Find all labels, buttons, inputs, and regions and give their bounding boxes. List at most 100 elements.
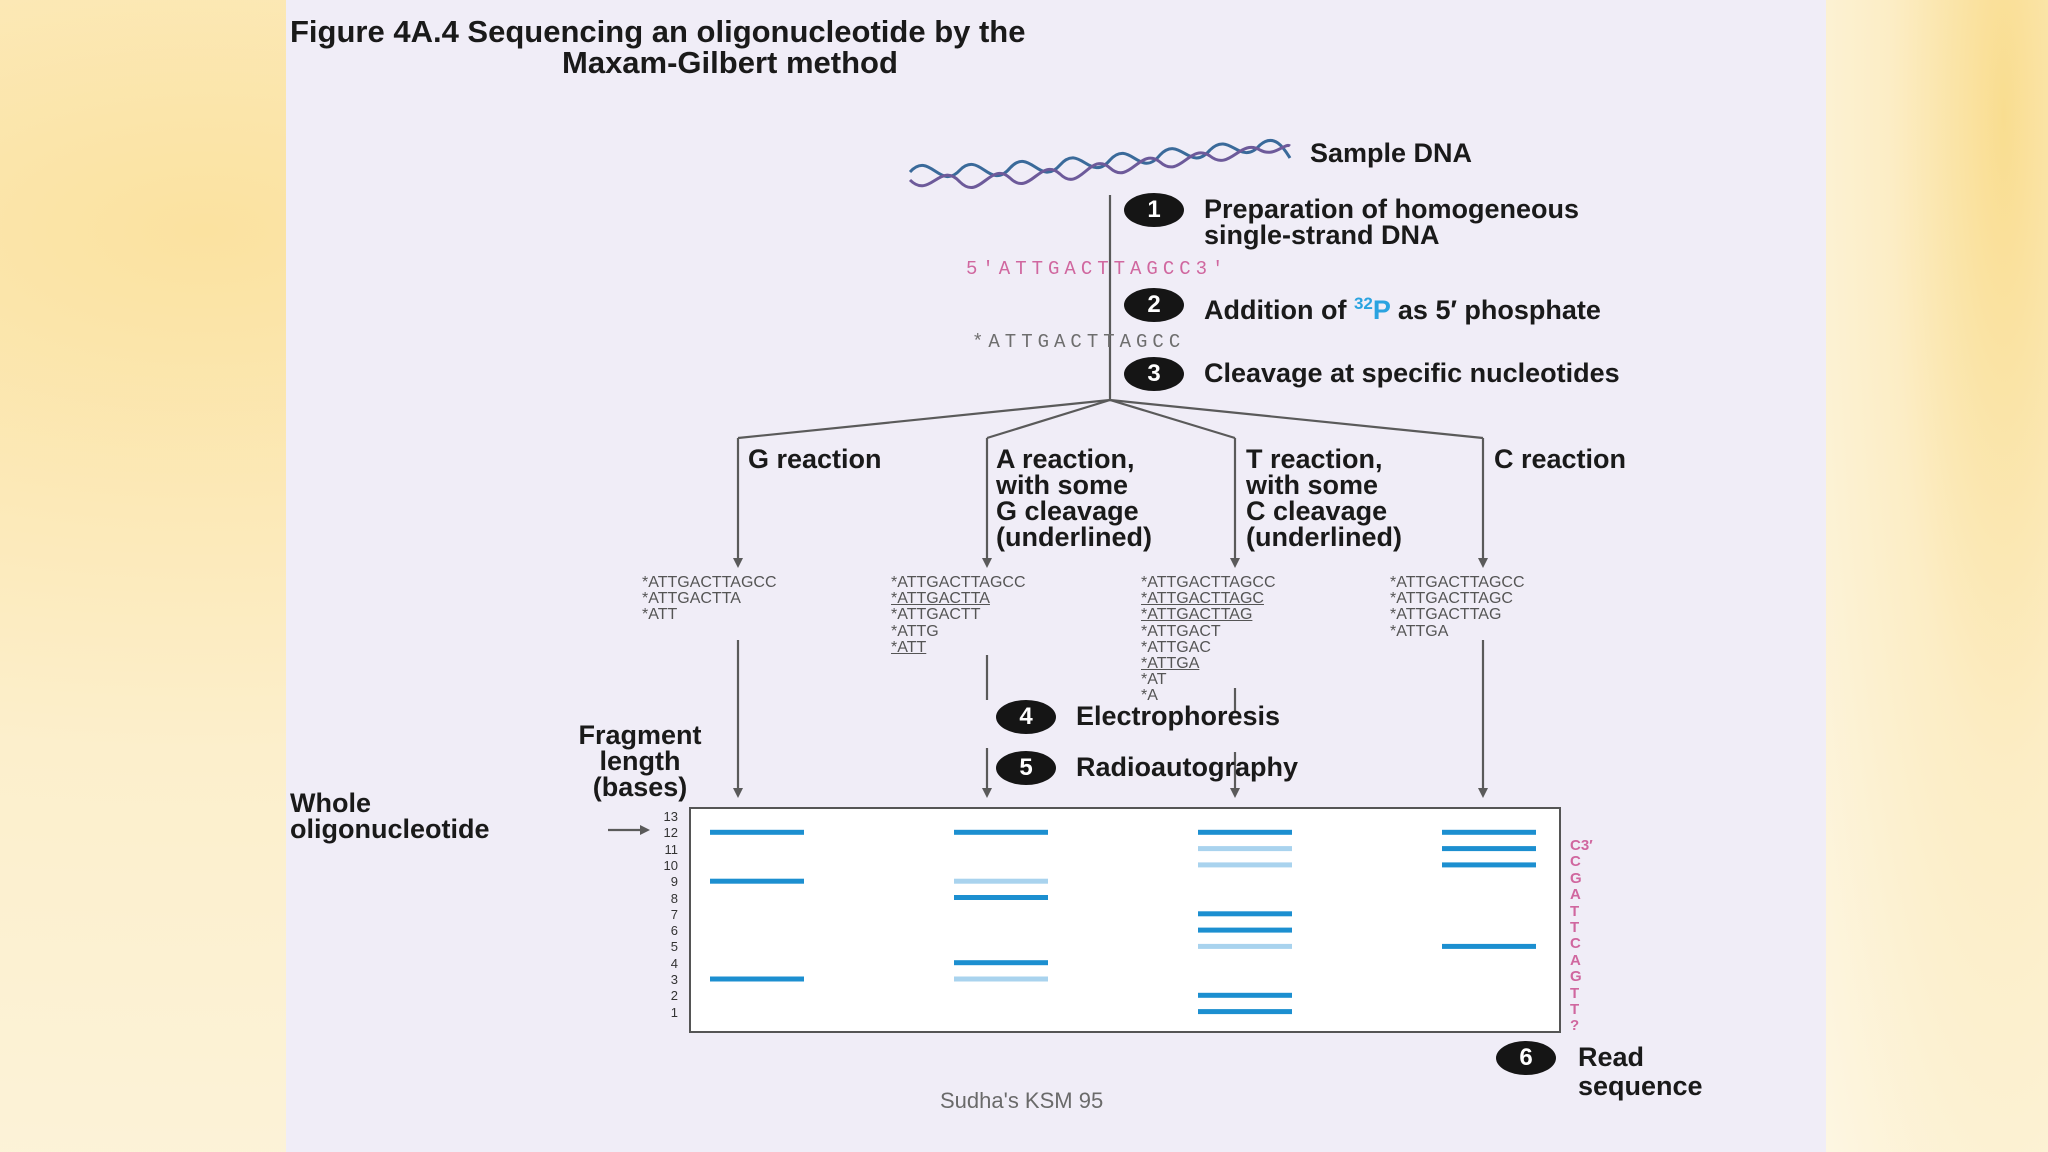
step-2-prefix: Addition of bbox=[1204, 295, 1354, 325]
gel-band bbox=[954, 976, 1048, 982]
reaction-t-line1: T reaction, bbox=[1246, 444, 1383, 474]
fragment-item: *AT bbox=[1141, 671, 1167, 689]
gel-tick-label: 11 bbox=[664, 841, 679, 857]
reaction-a-label: A reaction, with some G cleavage (underl… bbox=[996, 444, 1152, 552]
fragment-item: *ATTGACTTA bbox=[642, 590, 741, 608]
gel-band bbox=[1198, 862, 1292, 868]
reaction-t-line4: (underlined) bbox=[1246, 522, 1402, 552]
gel-tick-label: 12 bbox=[663, 825, 678, 841]
step-3-label: Cleavage at specific nucleotides bbox=[1204, 358, 1620, 388]
whole-label-line2: oligonucleotide bbox=[290, 814, 490, 844]
reaction-c-label: C reaction bbox=[1494, 444, 1627, 474]
reaction-a-line3: G cleavage bbox=[996, 496, 1139, 526]
reaction-t-line2: with some bbox=[1246, 470, 1379, 500]
gel-tick-label: 1 bbox=[670, 1004, 678, 1020]
read-sequence-letter: C bbox=[1570, 853, 1581, 871]
fragment-length-line2: length bbox=[599, 746, 681, 776]
step-4-label: Electrophoresis bbox=[1076, 701, 1281, 731]
fragments-g: *ATTGACTTAGCC*ATTGACTTA*ATT bbox=[642, 574, 777, 624]
gel-tick-label: 7 bbox=[670, 906, 678, 922]
read-sequence-letter: C bbox=[1570, 935, 1581, 953]
step-2-suffix: as 5′ phosphate bbox=[1390, 295, 1601, 325]
sample-dna-helix-icon bbox=[908, 138, 1292, 190]
fragment-item: *ATTG bbox=[891, 622, 939, 640]
gel-tick-label: 2 bbox=[670, 988, 678, 1004]
figure-title: Figure 4A.4 Sequencing an oligonucleotid… bbox=[290, 16, 1025, 78]
gel-band bbox=[710, 878, 804, 884]
gel-tick-label: 9 bbox=[670, 874, 678, 890]
background-right bbox=[1826, 0, 2048, 1152]
gel-band bbox=[1198, 829, 1292, 835]
gel-band bbox=[1198, 943, 1292, 949]
gel-band bbox=[1442, 846, 1536, 852]
figure-title-line2: Maxam-Gilbert method bbox=[562, 45, 898, 80]
gel-band bbox=[1198, 927, 1292, 933]
fragment-length-line1: Fragment bbox=[578, 720, 702, 750]
read-sequence-letter: A bbox=[1570, 951, 1581, 969]
reaction-t-label: T reaction, with some C cleavage (underl… bbox=[1246, 444, 1402, 552]
fragment-item: *ATTGACTTAGC bbox=[1141, 590, 1264, 608]
read-sequence-letter: G bbox=[1570, 968, 1582, 986]
reaction-a-line1: A reaction, bbox=[996, 444, 1135, 474]
gel-band bbox=[954, 895, 1048, 900]
read-sequence-letter: T bbox=[1570, 1001, 1580, 1018]
gel-band bbox=[1442, 943, 1536, 949]
gel-frame bbox=[689, 807, 1561, 1033]
fragment-item: *ATTGA bbox=[1141, 655, 1200, 673]
reaction-c-line1: C reaction bbox=[1494, 444, 1627, 474]
step-6-label-line1: Read bbox=[1578, 1042, 1645, 1072]
sample-dna-label: Sample DNA bbox=[1310, 138, 1473, 168]
fragment-length-label: Fragment length (bases) bbox=[540, 720, 740, 802]
fragments-a: *ATTGACTTAGCC*ATTGACTTA*ATTGACTT*ATTG*AT… bbox=[891, 574, 1026, 656]
gel-band bbox=[1198, 1009, 1292, 1015]
whole-label-line1: Whole bbox=[290, 788, 371, 818]
gel-tick-label: 10 bbox=[663, 857, 678, 873]
step-1-label-line1: Preparation of homogeneous bbox=[1204, 194, 1580, 224]
gel-tick-label: 8 bbox=[670, 890, 678, 906]
gel-tick-label: 6 bbox=[670, 923, 678, 939]
read-sequence-letter: G bbox=[1570, 869, 1582, 887]
step-6-label-line2: sequence bbox=[1578, 1071, 1703, 1101]
read-sequence-letter: T bbox=[1570, 902, 1580, 920]
step-5-label: Radioautography bbox=[1076, 752, 1299, 782]
fragment-length-line3: (bases) bbox=[592, 772, 688, 802]
strand-labeled: 5′ATTGACTTAGCC3′ bbox=[966, 258, 1229, 280]
gel-tick-label: 4 bbox=[670, 955, 678, 971]
gel-band bbox=[954, 960, 1048, 966]
read-sequence-letter: T bbox=[1570, 984, 1580, 1002]
gel-band bbox=[954, 878, 1048, 884]
fragment-item: *ATT bbox=[642, 606, 678, 624]
step-4-badge: 4 bbox=[996, 700, 1056, 734]
step-5-badge: 5 bbox=[996, 751, 1056, 785]
gel-band bbox=[954, 829, 1048, 835]
gel-tick-label: 13 bbox=[663, 809, 678, 824]
read-sequence-letter: A bbox=[1570, 886, 1581, 904]
fragment-item: *A bbox=[1141, 687, 1158, 705]
fragments-t: *ATTGACTTAGCC*ATTGACTTAGC*ATTGACTTAG *ATT… bbox=[1141, 574, 1276, 705]
step-2-isotope: P bbox=[1372, 295, 1391, 325]
step-2-label: Addition of 32P as 5′ phosphate bbox=[1204, 291, 1601, 325]
reaction-a-line4: (underlined) bbox=[996, 522, 1152, 552]
step-2-isotope-superscript: 32 bbox=[1353, 294, 1373, 313]
fragment-item: *ATTGACTTAGCC bbox=[1390, 574, 1525, 591]
fragment-item: *ATTGACTTA bbox=[891, 590, 990, 608]
gel-band bbox=[1198, 846, 1292, 852]
strand-phosphate: *ATTGACTTAGCC bbox=[972, 331, 1186, 353]
fragment-item: *ATTGACTTAGCC bbox=[891, 574, 1026, 591]
fragment-item: *ATTGAC bbox=[1141, 638, 1211, 656]
gel-band bbox=[1442, 829, 1536, 835]
reaction-t-line3: C cleavage bbox=[1246, 496, 1388, 526]
step-1-badge: 1 bbox=[1124, 193, 1184, 227]
fragment-item: *ATTGACTTAGCC bbox=[1141, 574, 1276, 591]
gel-band bbox=[1198, 911, 1292, 917]
read-sequence-letter: ? bbox=[1570, 1017, 1580, 1035]
read-sequence-letter: T bbox=[1570, 919, 1580, 936]
fragment-item: *ATTGACTTAG bbox=[1141, 606, 1253, 624]
read-sequence-letter: C3′ bbox=[1570, 837, 1593, 854]
reaction-g-line1: G reaction bbox=[748, 444, 882, 474]
gel-tick-label: 3 bbox=[670, 972, 678, 987]
gel-band bbox=[710, 976, 804, 982]
fragment-item: *ATTGACTTAGC bbox=[1390, 590, 1513, 608]
